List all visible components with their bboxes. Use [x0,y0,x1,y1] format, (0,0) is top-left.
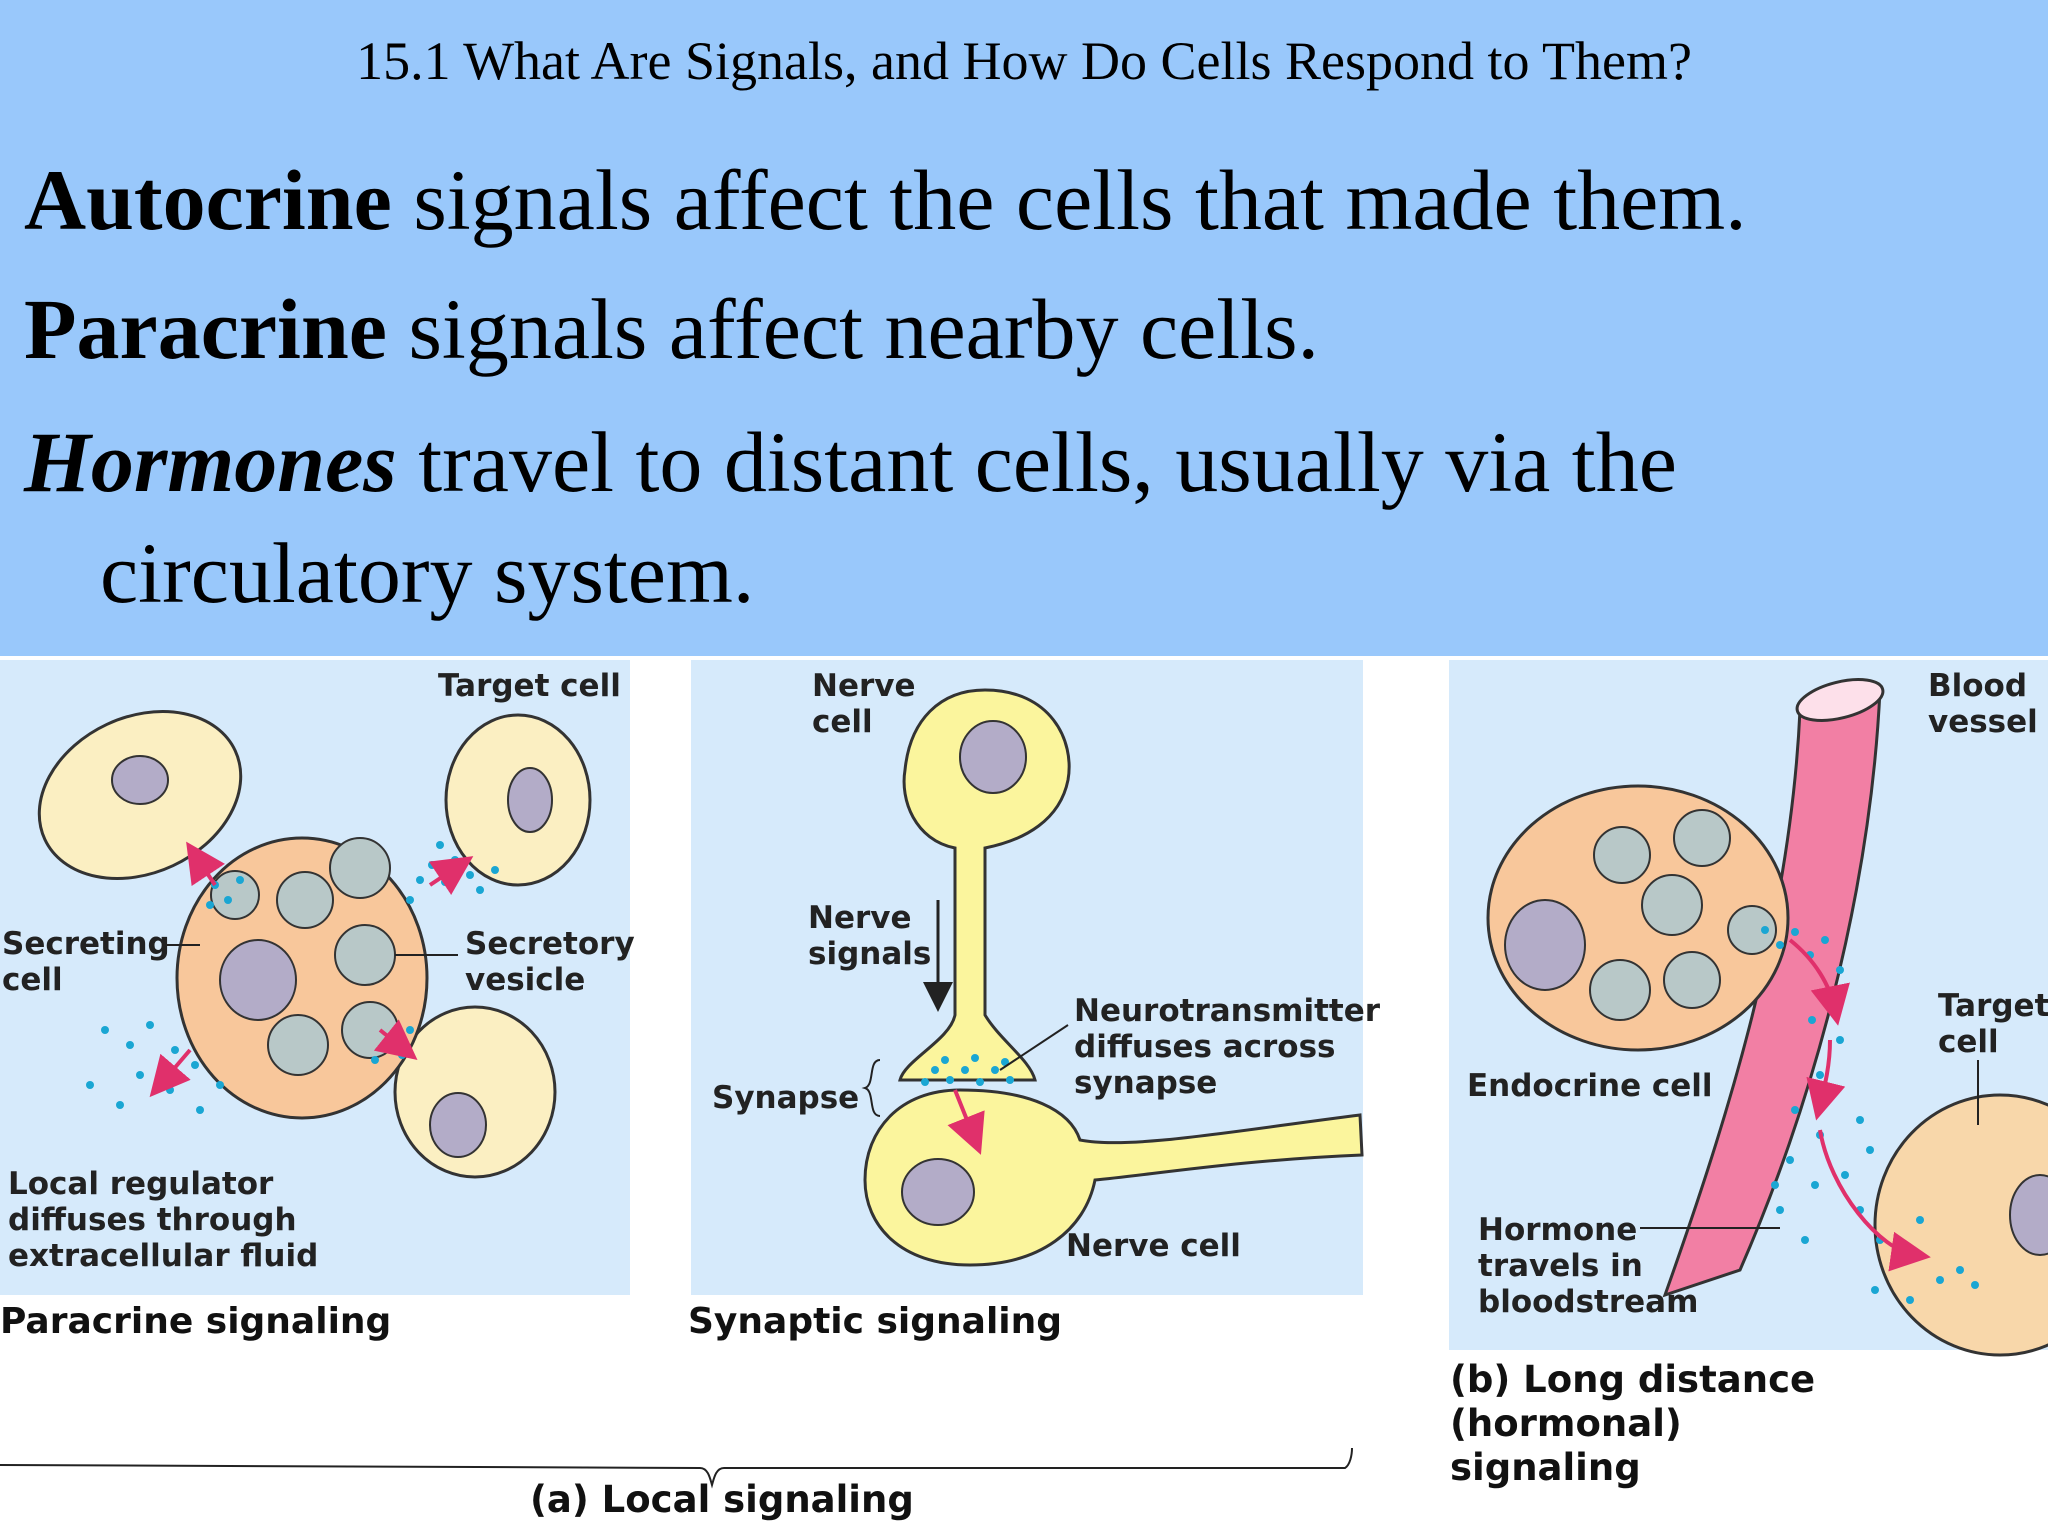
label-nerve-cell-bottom: Nerve cell [1066,1228,1241,1264]
nerve-cell-top [898,688,1071,1082]
term-paracrine: Paracrine [24,281,387,377]
caption-local-signaling: (a) Local signaling [530,1478,914,1521]
diffusion-arrows [149,841,474,1098]
bullet-paracrine: Paracrine signals affect nearby cells. [24,286,1319,372]
local-signaling-bracket [0,1447,1353,1489]
neurotransmitter-dots [921,1054,1014,1086]
caption-synaptic: Synaptic signaling [688,1301,1063,1342]
label-secretory-vesicle: Secretory vesicle [465,926,635,998]
bullet-paracrine-text: signals affect nearby cells. [386,281,1320,377]
secretory-vesicles [1589,809,1777,1021]
bullet-hormones: Hormones travel to distant cells, usuall… [24,419,1677,505]
caption-paracrine: Paracrine signaling [0,1301,392,1342]
label-blood-vessel: Blood vessel [1928,668,2038,740]
term-autocrine: Autocrine [24,152,392,248]
term-hormones: Hormones [24,414,397,510]
synapse-arrow [947,1089,985,1155]
nucleus [1504,899,1586,991]
label-nerve-signals: Nerve signals [808,900,932,972]
hormone-dots [1761,926,1979,1304]
bullet-hormones-continuation: circulatory system. [100,525,755,621]
target-cell-right [1873,1093,2048,1357]
label-nerve-cell-top: Nerve cell [812,668,916,740]
bullet-autocrine: Autocrine signals affect the cells that … [24,157,1747,243]
synapse-brace [861,1059,881,1117]
label-synapse: Synapse [712,1080,860,1116]
label-neurotransmitter: Neurotransmitter diffuses across synapse [1074,993,1381,1101]
label-local-regulator: Local regulator diffuses through extrace… [8,1166,319,1274]
hormonal-illustration [1486,678,2048,1357]
bullet-autocrine-text: signals affect the cells that made them. [391,152,1747,248]
label-target-cell: Target cell [438,668,621,704]
nucleus [901,1158,975,1226]
label-hormone-travels: Hormone travels in bloodstream [1478,1212,1699,1320]
nucleus [2009,1174,2048,1256]
leader-line [999,1024,1069,1071]
secretory-vesicles [210,837,399,1076]
label-endocrine-cell: Endocrine cell [1467,1068,1713,1104]
caption-hormonal: (b) Long distance (hormonal) signaling [1450,1358,1816,1489]
label-secreting-cell: Secreting cell [2,926,170,998]
nucleus [219,939,297,1021]
bullet-hormones-text: travel to distant cells, usually via the [396,414,1677,510]
blood-vessel-opening [1795,678,1885,722]
hormone-arrows [1788,938,1931,1272]
leader-lines [1640,1060,1979,1229]
nucleus [959,720,1027,794]
paracrine-illustration [37,710,592,1179]
nucleus [507,767,553,833]
leader-lines [162,944,458,956]
label-target-cell-hormonal: Target cell [1938,988,2048,1060]
nucleus [429,1092,487,1158]
nucleus [111,755,169,805]
slide-title: 15.1 What Are Signals, and How Do Cells … [356,31,1692,91]
nerve-cell-bottom [863,1088,1364,1267]
slide-header: 15.1 What Are Signals, and How Do Cells … [0,0,2048,656]
synaptic-illustration [861,688,1364,1267]
